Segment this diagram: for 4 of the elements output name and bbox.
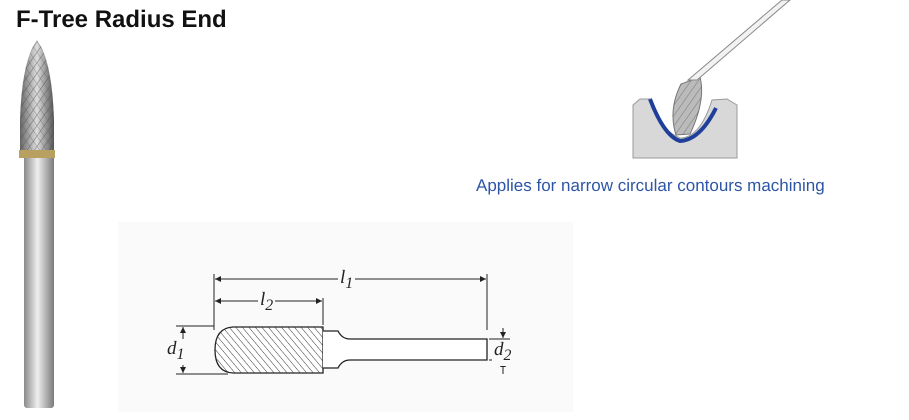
title-text: F-Tree Radius End — [16, 6, 227, 34]
dimension-label: d$_{1}$ — [165, 339, 186, 365]
dimension-label: d$_{2}$ — [492, 340, 514, 366]
caption-text: Applies for narrow circular contours machining — [476, 176, 825, 196]
